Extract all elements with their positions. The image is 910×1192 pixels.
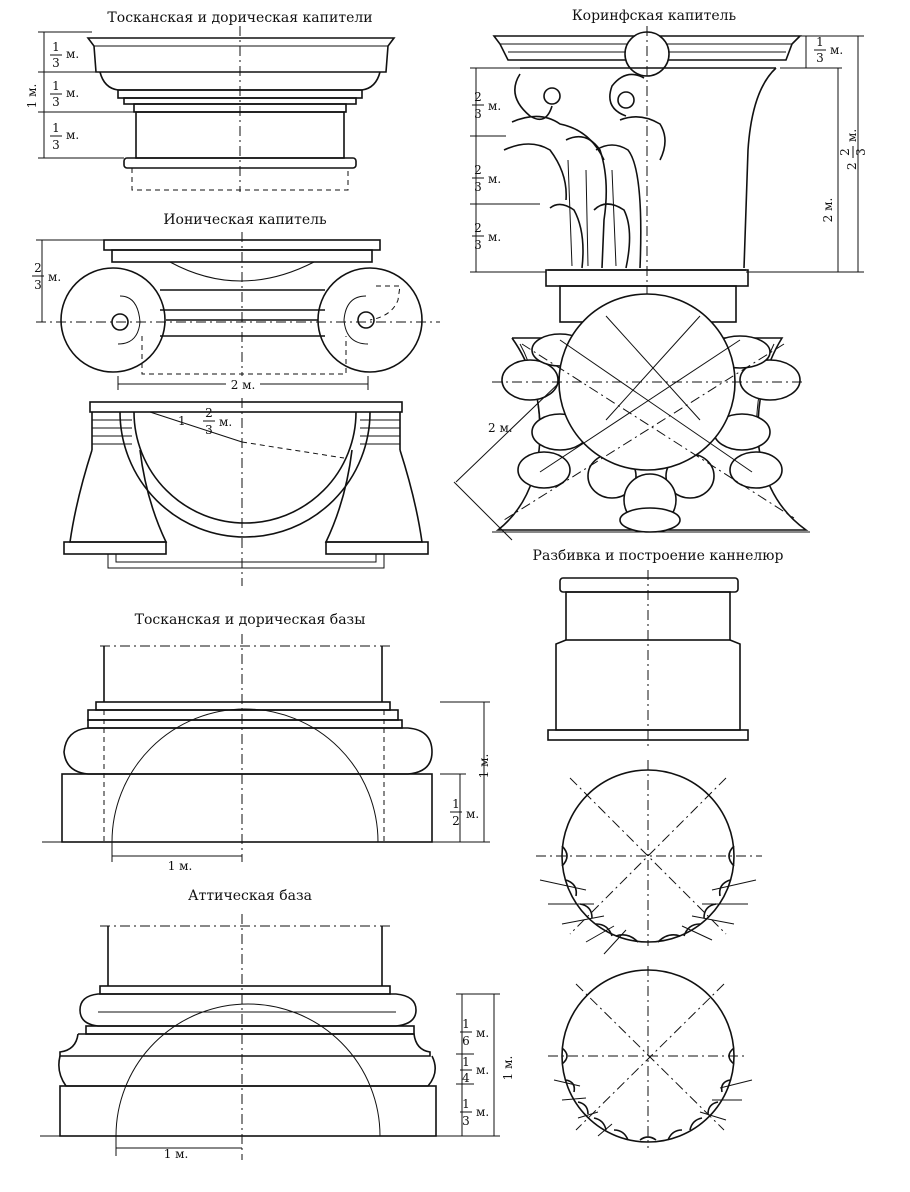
dim-corinth-row2: м. <box>488 172 501 186</box>
frac-num: 2 <box>474 90 482 104</box>
dim-corinth-abacus: м. <box>830 43 843 57</box>
frac-num: 2 <box>474 163 482 177</box>
frac-num: 1 <box>462 1017 470 1031</box>
frac-den: 3 <box>854 148 868 156</box>
frac-den: 2 <box>452 814 460 828</box>
frac-num: 1 <box>52 79 60 93</box>
dim-unit: м. <box>845 129 859 142</box>
dim-attic-1m: 1 м. <box>164 1147 189 1161</box>
title-tuscan-doric-capitals: Тосканская и дорическая капители <box>107 10 372 26</box>
ionic-capital: Ионическая капитель 2 3 м. 2 м. <box>32 212 440 586</box>
dim-necking: м. <box>66 128 79 142</box>
frac-num: 2 <box>838 148 852 156</box>
dim-base-1m: 1 м. <box>168 859 193 873</box>
title-ionic-capital: Ионическая капитель <box>163 212 327 228</box>
title-fluting: Разбивка и построение каннелюр <box>533 548 784 564</box>
frac-num: 1 <box>452 797 460 811</box>
frac-den: 3 <box>52 138 60 152</box>
frac-num: 2 <box>34 261 42 275</box>
title-attic-base: Аттическая база <box>188 888 312 904</box>
frac-num: 2 <box>205 406 213 420</box>
frac-den: 3 <box>205 423 213 437</box>
frac-den: 3 <box>52 56 60 70</box>
dim-attic-torus: м. <box>476 1026 489 1040</box>
dim-base-height: 1 м. <box>477 754 491 779</box>
fluting-plan-top <box>536 760 762 955</box>
frac-den: 3 <box>474 180 482 194</box>
dim-corinth-bell: 2 м. <box>821 198 835 223</box>
frac-den: 3 <box>474 238 482 252</box>
dim-plinth: м. <box>466 807 479 821</box>
dim-ionic-width: 2 м. <box>231 378 256 392</box>
frac-den: 3 <box>34 278 42 292</box>
frac-num: 1 <box>462 1097 470 1111</box>
frac-den: 4 <box>462 1071 470 1085</box>
dim-corinth-plan: 2 м. <box>488 421 513 435</box>
frac-num: 1 <box>52 40 60 54</box>
frac-den: 6 <box>462 1034 470 1048</box>
dim-ionic-radius: м. <box>219 415 232 429</box>
dim-attic-plinth: м. <box>476 1105 489 1119</box>
dim-attic-total: 1 м. <box>501 1056 515 1081</box>
frac-num: 1 <box>462 1055 470 1069</box>
dim-echinus: м. <box>66 86 79 100</box>
attic-base: Аттическая база 1 м. 1 6 м. 1 4 м. 1 3 м… <box>40 888 515 1161</box>
dim-abacus: м. <box>66 47 79 61</box>
title-tuscan-doric-bases: Тосканская и дорическая базы <box>135 612 366 628</box>
tuscan-doric-capitals: Тосканская и дорическая капители 1 м. 1 … <box>25 10 396 192</box>
dim-volute-height: м. <box>48 270 61 284</box>
frac-whole: 2 <box>845 162 859 170</box>
frac-num: 1 <box>52 121 60 135</box>
frac-den: 3 <box>474 107 482 121</box>
tuscan-doric-bases: Тосканская и дорическая базы 1 м. 1 м. 1… <box>42 612 491 873</box>
title-corinthian-capital: Коринфская капитель <box>572 8 737 24</box>
frac-den: 3 <box>52 95 60 109</box>
dim-corinth-total: 2 2 3 м. <box>838 129 868 170</box>
fluting-plan-bottom <box>548 966 753 1148</box>
dim-corinth-row3: м. <box>488 230 501 244</box>
fluting-construction: Разбивка и построение каннелюр <box>533 548 784 1148</box>
frac-whole: 1 <box>178 414 186 428</box>
corinthian-capital: Коринфская капитель 2 3 м. 2 3 м. <box>453 8 868 541</box>
frac-den: 3 <box>462 1114 470 1128</box>
dim-attic-scotia: м. <box>476 1063 489 1077</box>
frac-num: 2 <box>474 221 482 235</box>
dim-capital-1m: 1 м. <box>25 84 39 109</box>
frac-den: 3 <box>816 51 824 65</box>
frac-num: 1 <box>816 35 824 49</box>
dim-corinth-row1: м. <box>488 99 501 113</box>
